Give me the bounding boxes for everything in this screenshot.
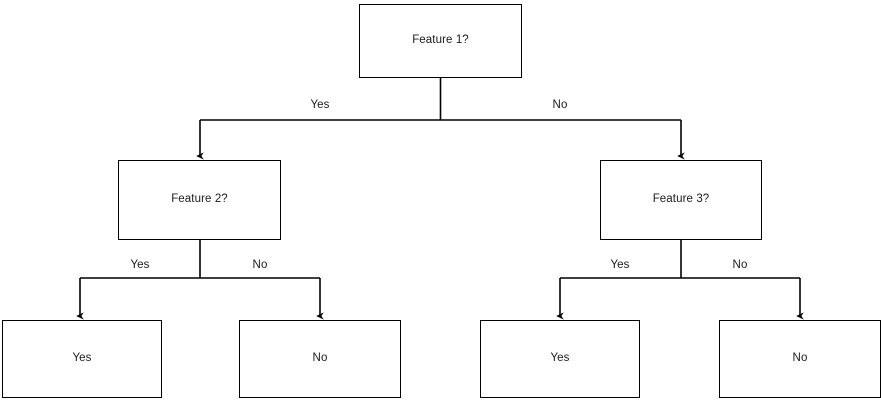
node-label-leaf-yes-1: Yes [72, 352, 92, 365]
node-label-leaf-no-2: No [792, 352, 808, 365]
node-label-leaf-no-1: No [312, 352, 328, 365]
node-leaf-yes-1[interactable]: Yes [2, 320, 162, 398]
node-label-feature-1: Feature 1? [412, 34, 469, 47]
edge-label-feature2-no: No [248, 259, 272, 271]
node-label-leaf-yes-2: Yes [550, 352, 570, 365]
node-label-feature-3: Feature 3? [652, 193, 710, 206]
node-feature-2[interactable]: Feature 2? [118, 160, 281, 240]
node-leaf-yes-2[interactable]: Yes [480, 320, 640, 398]
node-feature-3[interactable]: Feature 3? [600, 160, 762, 240]
edge-label-root-yes: Yes [306, 99, 334, 111]
node-label-feature-2: Feature 2? [171, 193, 228, 206]
node-feature-1[interactable]: Feature 1? [359, 4, 522, 78]
edge-label-root-no: No [548, 99, 572, 111]
edge-label-feature3-yes: Yes [606, 259, 634, 271]
node-leaf-no-2[interactable]: No [719, 320, 881, 398]
node-leaf-no-1[interactable]: No [239, 320, 401, 398]
edge-label-feature3-no: No [728, 259, 752, 271]
edge-label-feature2-yes: Yes [126, 259, 154, 271]
